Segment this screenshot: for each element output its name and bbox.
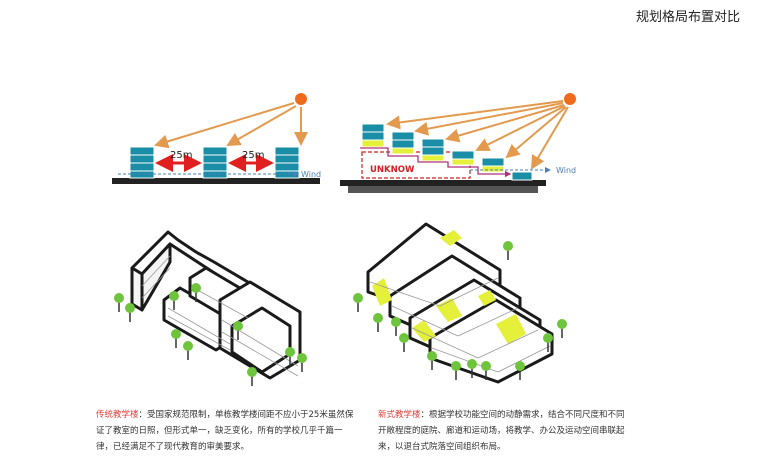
tree-icon bbox=[353, 293, 363, 312]
building-block bbox=[162, 266, 302, 380]
sun-ray bbox=[505, 106, 567, 159]
teaching-building bbox=[202, 146, 228, 179]
terraced-building bbox=[421, 138, 445, 162]
caption-title: 新式教学楼 bbox=[378, 410, 421, 420]
sun-ray bbox=[226, 105, 297, 146]
wind-label: Wind bbox=[301, 170, 321, 179]
caption-text: ：根据学校功能空间的动静需求，结合不同尺度和不同开敞程度的庭院、廊道和运动场，将… bbox=[378, 410, 625, 452]
tree-icon bbox=[297, 353, 307, 372]
tree-icon bbox=[557, 319, 567, 338]
page-title: 规划格局布置对比 bbox=[635, 10, 740, 25]
tree-group bbox=[114, 241, 567, 386]
terraced-building bbox=[481, 157, 505, 173]
sun-ray bbox=[386, 100, 564, 130]
modern-isometric-plan bbox=[366, 222, 554, 384]
terraced-building bbox=[391, 131, 415, 155]
tree-icon bbox=[391, 317, 401, 336]
tree-icon bbox=[114, 293, 124, 312]
tree-icon bbox=[191, 283, 201, 302]
unknown-label: UNKNOW bbox=[370, 165, 415, 175]
tree-icon bbox=[399, 333, 409, 352]
caption-text: ：受国家规范限制，单栋教学楼间距不应小于25米虽然保证了教室的日照，但形式单一，… bbox=[96, 410, 354, 452]
modern-section: UNKNOW Wind bbox=[340, 93, 576, 193]
caption-title: 传统教学楼 bbox=[96, 410, 139, 420]
modern-caption: 新式教学楼：根据学校功能空间的动静需求，结合不同尺度和不同开敞程度的庭院、廊道和… bbox=[378, 407, 628, 455]
tree-icon bbox=[125, 303, 135, 322]
tree-icon bbox=[481, 361, 491, 380]
tree-icon bbox=[169, 291, 179, 310]
terraced-building bbox=[361, 123, 385, 148]
tree-icon bbox=[285, 347, 295, 366]
spacing-label: 25m bbox=[242, 150, 264, 161]
tree-icon bbox=[503, 241, 513, 260]
traditional-isometric-plan bbox=[130, 230, 302, 380]
sun-ray bbox=[154, 102, 295, 149]
traditional-section: 25m 25m Wind bbox=[112, 93, 321, 184]
ground-base bbox=[348, 186, 538, 193]
wind-label: Wind bbox=[556, 166, 576, 175]
sun-ray bbox=[475, 105, 566, 151]
teaching-building bbox=[274, 146, 300, 179]
terraced-building bbox=[511, 171, 533, 181]
tree-icon bbox=[183, 341, 193, 360]
sun-icon bbox=[295, 93, 307, 105]
tree-icon bbox=[427, 351, 437, 370]
facade-lines bbox=[141, 255, 299, 377]
sun-ray bbox=[530, 106, 569, 170]
ground-bar bbox=[112, 178, 320, 184]
tree-icon bbox=[467, 359, 477, 378]
terraced-building bbox=[451, 150, 475, 166]
sun-ray bbox=[445, 104, 565, 143]
tree-icon bbox=[451, 361, 461, 380]
spacing-label: 25m bbox=[170, 150, 192, 161]
tree-icon bbox=[543, 333, 553, 352]
teaching-building bbox=[129, 146, 155, 179]
sun-ray bbox=[414, 102, 564, 136]
tree-icon bbox=[515, 361, 525, 380]
sun-icon bbox=[564, 93, 576, 105]
tree-icon bbox=[373, 313, 383, 332]
tree-icon bbox=[171, 329, 181, 348]
tree-icon bbox=[233, 321, 243, 340]
tree-icon bbox=[247, 367, 257, 386]
yellow-courtyard bbox=[372, 230, 526, 344]
ground-bar bbox=[340, 180, 546, 186]
traditional-caption: 传统教学楼：受国家规范限制，单栋教学楼间距不应小于25米虽然保证了教室的日照，但… bbox=[96, 407, 358, 455]
